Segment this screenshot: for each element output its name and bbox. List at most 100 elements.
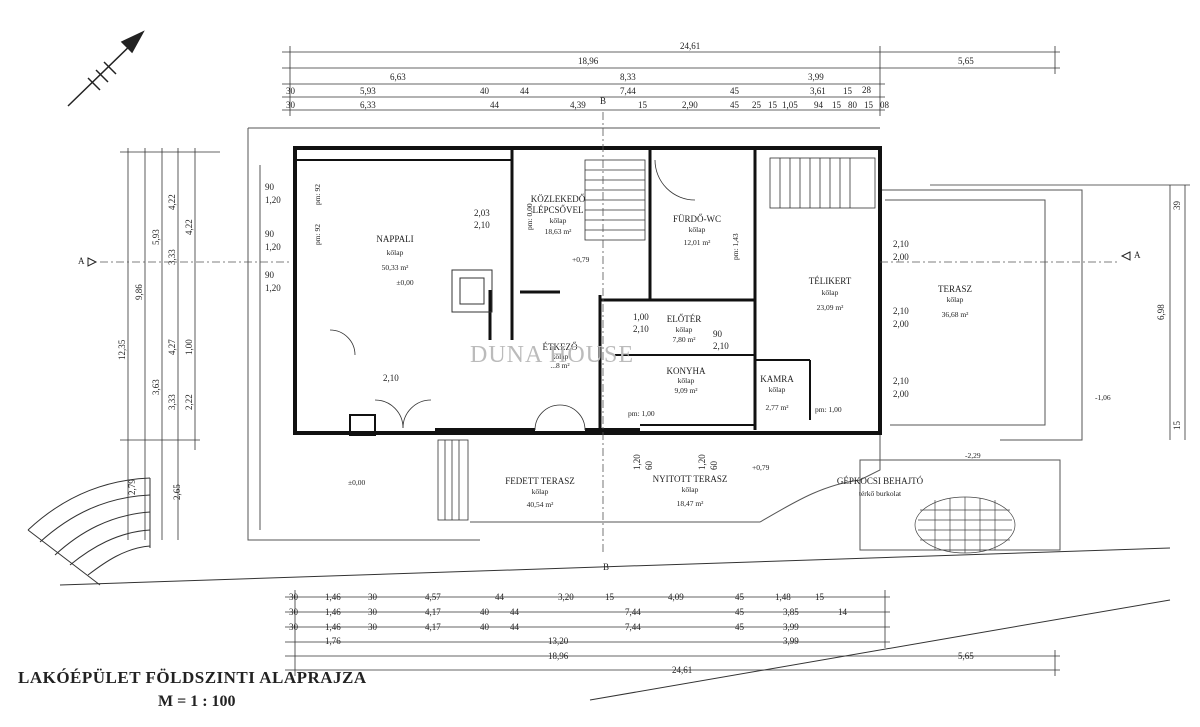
annotation-pm-0: pm: 92 [313, 184, 322, 205]
room-eloter-floor: kőlap [676, 325, 693, 334]
dim-left-0: 12,35 [117, 339, 127, 360]
opening-21: 1,20 [697, 454, 707, 470]
dim-top-r5-0: 30 [286, 100, 296, 110]
interior-stairs [437, 157, 876, 521]
opening-10: 2,10 [633, 324, 649, 334]
opening-0: 90 [265, 182, 275, 192]
room-telikert-area: 23,09 m² [817, 303, 845, 312]
level-markers: +0,79 +0,79 ±0,00 -2,29 -1,06 [348, 255, 1111, 487]
dim-bot-r3-2: 30 [368, 622, 378, 632]
opening-9: 1,00 [633, 312, 649, 322]
top-dimension-lines [282, 46, 1060, 116]
dim-bot-r3-6: 7,44 [625, 622, 641, 632]
opening-5: 1,20 [265, 283, 281, 293]
opening-7: 2,10 [474, 220, 490, 230]
level-minus229: -2,29 [965, 451, 981, 460]
room-furdo-floor: kőlap [689, 225, 706, 234]
dim-left-10: 2,22 [184, 394, 194, 410]
dim-top-r5-15: 15 [638, 100, 648, 110]
dim-left-11: 2,79 [127, 479, 137, 495]
level-zero-out: ±0,00 [348, 478, 365, 487]
dim-left-8: 4,27 [167, 339, 177, 355]
room-terasz-floor: kőlap [947, 295, 964, 304]
dim-bot-r1-10: 15 [815, 592, 825, 602]
dim-top-593: 5,93 [360, 86, 376, 96]
dim-right-0: 6,98 [1156, 304, 1166, 320]
room-gepkocsi-floor: térkő burkolat [859, 489, 902, 498]
level-minus106: -1,06 [1095, 393, 1111, 402]
dim-top-08: 08 [880, 100, 890, 110]
dim-top-290: 2,90 [682, 100, 698, 110]
opening-19: 1,20 [632, 454, 642, 470]
grid-paving [914, 496, 1016, 554]
dim-top-565: 5,65 [958, 56, 974, 66]
dim-bot-r5-1: 5,65 [958, 651, 974, 661]
room-nappali-area: 50,33 m² [382, 263, 410, 272]
dim-left-9: 1,00 [184, 339, 194, 355]
dim-bot-r1-3: 4,57 [425, 592, 441, 602]
dim-top-361: 3,61 [810, 86, 826, 96]
dim-bot-r4-2: 3,99 [783, 636, 799, 646]
dim-right-2: 15 [1172, 421, 1182, 431]
opening-dimension-texts: 90 1,20 90 1,20 90 1,20 2,03 2,10 2,10 1… [265, 182, 909, 470]
room-kozlekedo-name2: LÉPCSŐVEL [532, 205, 583, 215]
dim-top-744: 7,44 [620, 86, 636, 96]
watermark: DUNA HOUSE [470, 342, 635, 368]
annotation-pm-4: pm: 1,00 [628, 409, 655, 418]
dim-left-2: 5,93 [151, 229, 161, 245]
dim-top-total: 24,61 [680, 41, 700, 51]
site-outlines [247, 127, 1083, 551]
dim-top-28: 28 [862, 85, 872, 95]
dim-top-r4-40: 40 [480, 86, 490, 96]
dim-top-r5-44: 44 [490, 100, 500, 110]
dim-left-7: 3,33 [167, 394, 177, 410]
left-dimension-lines [120, 148, 220, 540]
section-b-top: B [600, 96, 606, 106]
dim-top-r4-0: 30 [286, 86, 296, 96]
dim-left-6: 3,63 [151, 379, 161, 395]
room-nyitott-floor: kőlap [682, 485, 699, 494]
dim-bot-r1-9: 1,48 [775, 592, 791, 602]
dim-top-94: 94 [814, 100, 824, 110]
plan-title: LAKÓÉPÜLET FÖLDSZINTI ALAPRAJZA [18, 668, 367, 687]
dim-bot-r2-5: 44 [510, 607, 520, 617]
room-nappali-level: ±0,00 [396, 278, 413, 287]
dim-top-r4-15: 15 [843, 86, 853, 96]
room-nappali-floor: kőlap [387, 248, 404, 257]
section-a-left: A [78, 256, 85, 266]
level-plus079-a: +0,79 [572, 255, 590, 264]
room-kozlekedo-name: KÖZLEKEDŐ [531, 194, 586, 204]
dim-bot-r1-5: 3,20 [558, 592, 574, 602]
room-konyha-area: 9,09 m² [674, 386, 698, 395]
opening-1: 1,20 [265, 195, 281, 205]
opening-3: 1,20 [265, 242, 281, 252]
dim-bot-r2-9: 14 [838, 607, 848, 617]
fireplace [451, 269, 493, 313]
dim-bot-r6-0: 24,61 [672, 665, 692, 675]
dim-bot-r2-8: 3,85 [783, 607, 799, 617]
opening-17: 2,10 [893, 376, 909, 386]
left-dimension-texts: 12,35 9,86 5,93 3,33 4,22 4,22 3,63 3,33… [117, 194, 194, 500]
dim-bot-r1-6: 15 [605, 592, 615, 602]
room-nyitott-area: 18,47 m² [677, 499, 705, 508]
room-gepkocsi-name: GÉPKOCSI BEHAJTÓ [837, 476, 924, 486]
dim-top-833: 8,33 [620, 72, 636, 82]
opening-2: 90 [265, 229, 275, 239]
dim-top-r5-15b: 15 [768, 100, 778, 110]
dim-bot-r4-0: 1,76 [325, 636, 341, 646]
room-furdo-area: 12,01 m² [684, 238, 712, 247]
room-fedett-area: 40,54 m² [527, 500, 555, 509]
room-labels: NAPPALI kőlap 50,33 m² ±0,00 KÖZLEKEDŐ L… [376, 194, 972, 509]
room-furdo-name: FÜRDŐ-WC [673, 214, 721, 224]
opening-6: 2,03 [474, 208, 490, 218]
dim-bot-r1-7: 4,09 [668, 592, 684, 602]
room-telikert-floor: kőlap [822, 288, 839, 297]
section-a-right: A [1134, 250, 1141, 260]
opening-12: 2,10 [713, 341, 729, 351]
dim-bot-r1-4: 44 [495, 592, 505, 602]
dim-left-12: 2,65 [172, 484, 182, 500]
dim-bot-r1-8: 45 [735, 592, 745, 602]
opening-14: 2,00 [893, 252, 909, 262]
dim-left-3: 3,33 [167, 249, 177, 265]
